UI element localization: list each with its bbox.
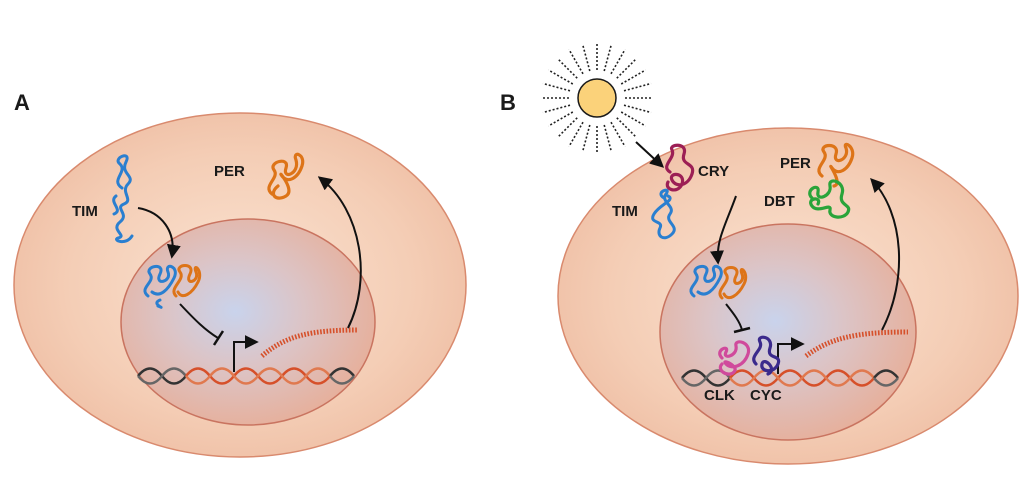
sun-ray bbox=[542, 82, 571, 92]
import-arrow-a bbox=[137, 207, 181, 259]
panel-b: B bbox=[500, 42, 1019, 465]
sun-ray bbox=[548, 69, 574, 85]
repression-arrow-a bbox=[179, 303, 225, 346]
sun-ray bbox=[556, 117, 578, 139]
tim-label-b: TIM bbox=[612, 203, 638, 220]
sun-ray bbox=[581, 124, 591, 153]
sun-ray bbox=[623, 104, 652, 114]
sun-ray bbox=[568, 49, 584, 75]
tim-per-complex-b bbox=[689, 264, 748, 300]
sun-ray bbox=[568, 121, 584, 147]
sun-icon bbox=[541, 42, 653, 154]
sun-ray bbox=[620, 111, 646, 127]
panel-b-label: B bbox=[500, 90, 516, 115]
repression-arrow-b bbox=[725, 303, 751, 334]
panel-a-label: A bbox=[14, 90, 30, 115]
nucleus-a bbox=[120, 218, 376, 426]
cry-protein bbox=[665, 143, 695, 192]
cyc-protein bbox=[752, 335, 781, 376]
per-label-a: PER bbox=[214, 163, 245, 180]
nucleus-b bbox=[659, 223, 917, 441]
export-arrow-a bbox=[317, 176, 362, 329]
sun-ray bbox=[616, 57, 638, 79]
sun-ray bbox=[620, 69, 646, 85]
sun-ray bbox=[603, 124, 613, 153]
import-arrow-b bbox=[710, 195, 737, 265]
sun-ray bbox=[556, 57, 578, 79]
clk-label: CLK bbox=[704, 387, 735, 404]
tim-label-a: TIM bbox=[72, 203, 98, 220]
sun-ray bbox=[603, 43, 613, 72]
export-arrow-b bbox=[870, 177, 901, 331]
dbt-label: DBT bbox=[764, 193, 795, 210]
sun-ray bbox=[610, 121, 626, 147]
per-protein-b bbox=[817, 142, 855, 188]
sun-ray bbox=[616, 117, 638, 139]
cry-label: CRY bbox=[698, 163, 729, 180]
dbt-protein bbox=[808, 179, 851, 219]
sun-ray bbox=[610, 49, 626, 75]
sun-ray bbox=[548, 111, 574, 127]
sun-ray bbox=[542, 104, 571, 114]
dna-helix-a bbox=[137, 367, 355, 385]
per-protein-a bbox=[267, 152, 305, 200]
sun-ray bbox=[623, 82, 652, 92]
mrna-a bbox=[260, 327, 359, 358]
light-arrow bbox=[635, 141, 665, 168]
mrna-b bbox=[804, 329, 909, 359]
panel-a: A TIM bbox=[13, 90, 467, 458]
sun-ray bbox=[581, 43, 591, 72]
tim-protein-b bbox=[651, 188, 676, 240]
clk-protein bbox=[718, 340, 751, 376]
cyc-label: CYC bbox=[750, 387, 782, 404]
tim-per-complex-a bbox=[143, 264, 202, 309]
per-label-b: PER bbox=[780, 155, 811, 172]
tim-protein-a bbox=[112, 154, 134, 244]
promoter-arrow-a bbox=[233, 335, 259, 372]
